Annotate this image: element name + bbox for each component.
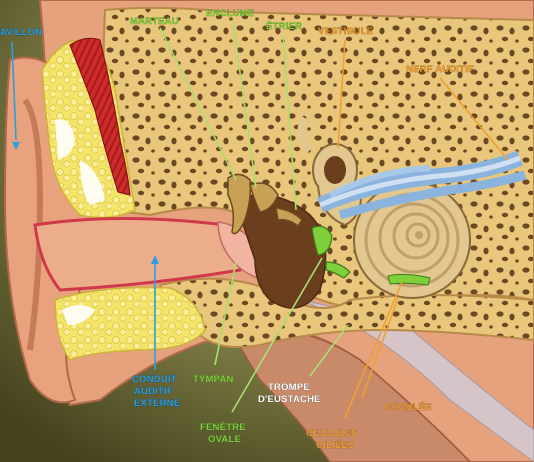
cartilage-white-2 bbox=[80, 160, 105, 205]
label-nerf-auditif: NERF AUDITIF bbox=[406, 64, 474, 75]
label-etrier: ÉTRIER bbox=[266, 21, 302, 32]
label-conduit-line3: EXTERNE bbox=[134, 398, 180, 409]
oval-window bbox=[311, 225, 333, 256]
auditory-nerve bbox=[316, 150, 527, 220]
label-trompe-line1: TROMPE bbox=[268, 382, 310, 393]
middle-ear-cavity bbox=[234, 194, 327, 309]
pinna-fold bbox=[22, 98, 44, 351]
label-trompe-line2: D'EUSTACHE bbox=[258, 394, 321, 405]
fat-lower bbox=[54, 286, 206, 361]
muscle bbox=[69, 37, 131, 196]
label-cellules-line1: CELLULES bbox=[306, 428, 358, 439]
etrier-bone bbox=[275, 207, 303, 228]
label-conduit-line2: AUDITIF bbox=[134, 386, 173, 397]
enclume-bone bbox=[249, 182, 279, 213]
ear-canal bbox=[33, 217, 242, 292]
label-tympan: TYMPAN bbox=[193, 374, 234, 385]
cochlea-shape bbox=[353, 181, 471, 299]
label-marteau: MARTEAU bbox=[130, 16, 179, 27]
cartilage-white-3 bbox=[62, 305, 95, 325]
round-window bbox=[325, 261, 351, 279]
label-cochlee: COCHLÉE bbox=[384, 402, 432, 413]
labels: PAVILLON CONDUIT AUDITIF EXTERNE MARTEAU… bbox=[0, 8, 474, 451]
label-cellules-line2: CILIÉES bbox=[316, 440, 354, 451]
label-enclume: ENCLUME bbox=[206, 8, 254, 19]
label-fenetre-line1: FENÊTRE bbox=[200, 421, 246, 433]
hair-cells-shape bbox=[387, 273, 431, 286]
pointer-lines bbox=[11, 21, 509, 419]
label-pavillon: PAVILLON bbox=[0, 27, 42, 38]
label-conduit-line1: CONDUIT bbox=[132, 374, 177, 385]
label-vestibule: VESTIBULE bbox=[318, 26, 373, 37]
marteau-bone bbox=[227, 173, 252, 235]
cartilage-white-1 bbox=[55, 119, 75, 159]
label-fenetre-line2: OVALE bbox=[208, 434, 241, 445]
